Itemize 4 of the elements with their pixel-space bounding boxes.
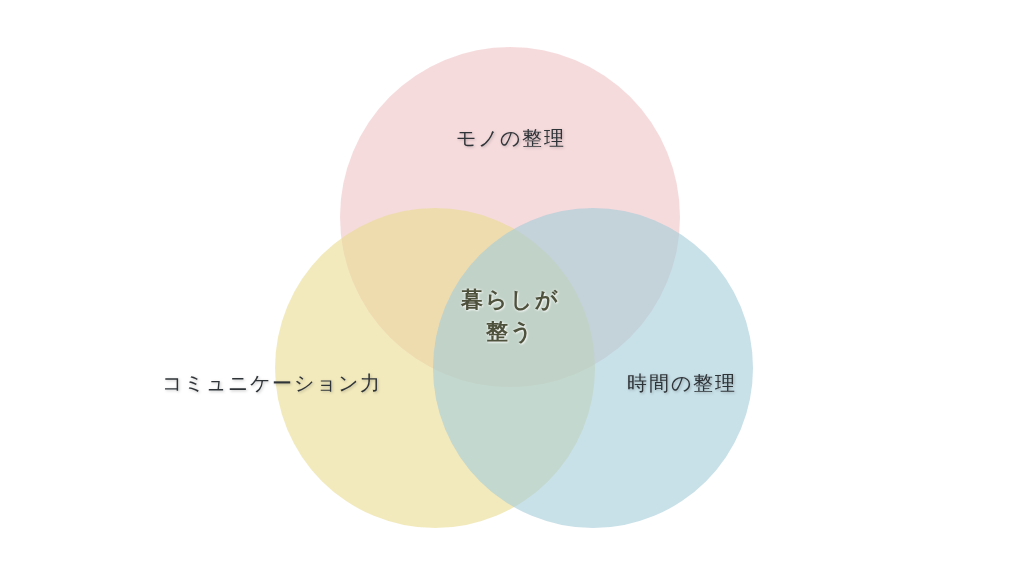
- center-label: 暮らしが整う: [460, 286, 560, 346]
- circle-label: モノの整理: [456, 125, 566, 151]
- circle-label: コミュニケーション力: [162, 370, 382, 396]
- circle-label: 時間の整理: [627, 370, 737, 396]
